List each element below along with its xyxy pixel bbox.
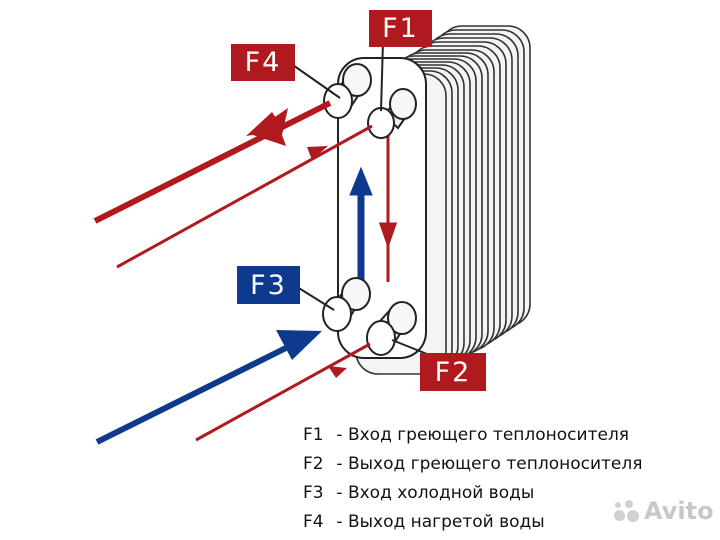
legend: F1 - Вход греющего теплоносителя F2 - Вы… bbox=[303, 421, 642, 537]
legend-code: F2 bbox=[303, 454, 324, 474]
port-f3 bbox=[322, 277, 371, 332]
f3-inflow-arrow bbox=[95, 330, 322, 445]
legend-text: - Вход греющего теплоносителя bbox=[336, 425, 630, 445]
legend-item: F2 - Выход греющего теплоносителя bbox=[303, 450, 642, 479]
port-f1 bbox=[367, 88, 417, 139]
inner-flow-up bbox=[349, 166, 373, 290]
inner-flow-down bbox=[378, 135, 398, 282]
legend-text: - Вход холодной воды bbox=[336, 483, 535, 503]
port-f4 bbox=[323, 63, 372, 119]
watermark-text: Avito bbox=[644, 497, 714, 525]
legend-item: F3 - Вход холодной воды bbox=[303, 479, 642, 508]
f2-outflow-arrow bbox=[195, 342, 371, 442]
legend-code: F3 bbox=[303, 483, 324, 503]
f4-outflow-arrow bbox=[93, 100, 332, 224]
port-f2 bbox=[366, 301, 417, 356]
label-leaders bbox=[289, 40, 433, 357]
avito-watermark: Avito bbox=[612, 497, 714, 525]
legend-item: F1 - Вход греющего теплоносителя bbox=[303, 421, 642, 450]
f1-inflow-arrow bbox=[116, 124, 373, 269]
label-f2: F2 bbox=[420, 353, 486, 391]
label-f1: F1 bbox=[369, 10, 432, 47]
legend-text: - Выход нагретой воды bbox=[336, 512, 545, 532]
legend-code: F4 bbox=[303, 512, 324, 532]
label-f3: F3 bbox=[237, 266, 300, 304]
avito-logo-icon bbox=[612, 497, 640, 525]
label-f4: F4 bbox=[231, 44, 295, 81]
legend-code: F1 bbox=[303, 425, 324, 445]
legend-text: - Выход греющего теплоносителя bbox=[336, 454, 643, 474]
legend-item: F4 - Выход нагретой воды bbox=[303, 508, 642, 537]
